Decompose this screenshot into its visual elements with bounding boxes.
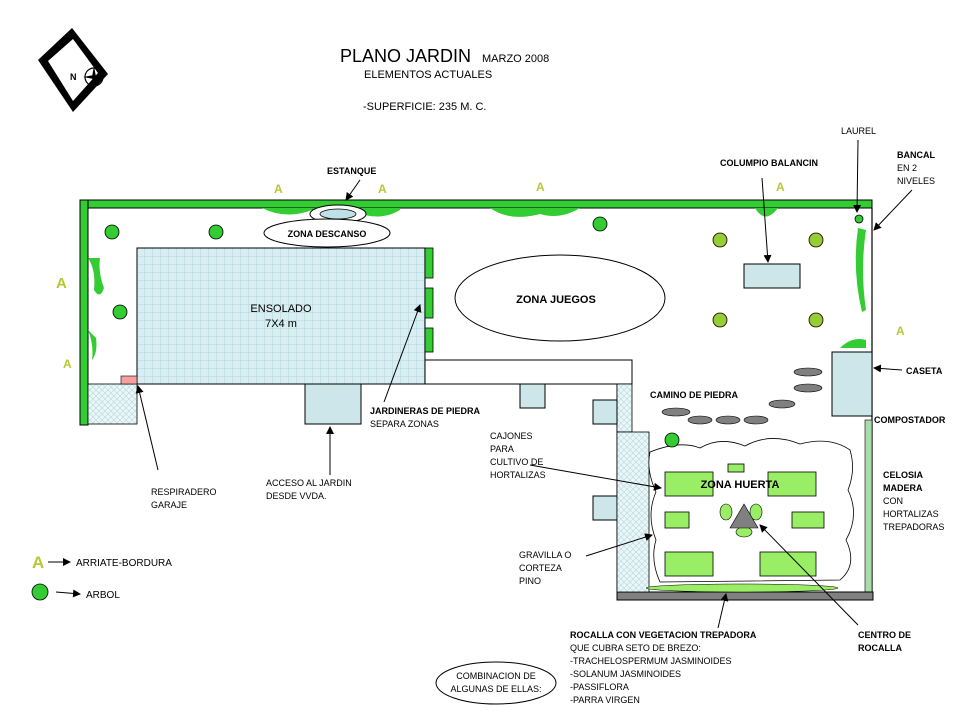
crates-label: CAJONES — [490, 431, 533, 441]
bed-marker: A — [536, 180, 545, 194]
paved-area — [136, 247, 426, 385]
swing-label: COLUMPIO BALANCIN — [720, 158, 818, 168]
vegetable-boxes — [664, 463, 825, 577]
planters-label-2: SEPARA ZONAS — [370, 419, 439, 429]
bed-marker: A — [274, 182, 283, 196]
plan-date: MARZO 2008 — [482, 53, 549, 65]
plan-area: -SUPERFICIE: 235 M. C. — [363, 101, 486, 113]
trees — [104, 214, 864, 448]
rest-zone — [263, 218, 391, 248]
blue-boxes — [304, 263, 873, 521]
lower-left-hatch — [87, 383, 138, 425]
lattice-label: CELOSIA — [883, 470, 924, 480]
gravel-label-3: PINO — [519, 576, 541, 586]
stepping-stones — [661, 367, 823, 425]
rockery-label-3: -TRACHELOSPERMUM JASMINOIDES — [570, 656, 732, 666]
bed-marker: A — [776, 180, 785, 194]
vent-label-2: GARAJE — [151, 500, 187, 510]
compass-north-label: N — [70, 72, 77, 82]
bed-marker: A — [896, 324, 905, 338]
legend-bed-marker: A — [32, 553, 44, 572]
shed-label: CASETA — [906, 366, 943, 376]
crates-label-2: PARA — [490, 444, 514, 454]
paved-area-size: 7X4 m — [265, 318, 297, 330]
lattice-label-5: TREPADORAS — [883, 522, 944, 532]
laurel-label: LAUREL — [841, 126, 876, 136]
combination-label-2: ALGUNAS DE ELLAS: — [450, 684, 541, 694]
crates-label-4: HORTALIZAS — [490, 470, 546, 480]
combination-bubble — [435, 661, 557, 705]
combination-label: COMBINACION DE — [456, 671, 536, 681]
stone-path-label: CAMINO DE PIEDRA — [650, 390, 739, 400]
play-zone — [454, 254, 666, 342]
rest-zone-label: ZONA DESCANSO — [288, 229, 367, 239]
paved-area-label: ENSOLADO — [250, 303, 312, 315]
lattice-label-4: HORTALIZAS — [883, 509, 939, 519]
rockery-center-label-2: ROCALLA — [858, 643, 902, 653]
access-label: ACCESO AL JARDIN — [266, 478, 352, 488]
bancal-label-2: EN 2 — [897, 163, 917, 173]
celosia-strip — [864, 419, 873, 593]
compost-label: COMPOSTADOR — [874, 415, 946, 425]
plan-subtitle: ELEMENTOS ACTUALES — [364, 69, 492, 81]
rockery-center-label: CENTRO DE — [858, 630, 911, 640]
access-label-2: DESDE VVDA. — [266, 491, 327, 501]
rockery-label-2: QUE CUBRA SETO DE BREZO: — [570, 643, 701, 653]
bed-marker: A — [56, 275, 67, 292]
crates-label-3: CULTIVO DE — [490, 457, 543, 467]
rockery-label-5: -PASSIFLORA — [570, 682, 629, 692]
rockery-label-6: -PARRA VIRGEN — [570, 695, 640, 705]
plan-title: PLANO JARDIN — [340, 46, 471, 66]
bancal-label: BANCAL — [897, 150, 935, 160]
rockery-center — [719, 503, 763, 538]
vegetable-zone-label: ZONA HUERTA — [701, 479, 780, 491]
legend-bed-label: ARRIATE-BORDURA — [76, 558, 172, 569]
bed-marker: A — [378, 182, 387, 196]
rockery-label: ROCALLA CON VEGETACION TREPADORA — [570, 630, 757, 640]
gravel-label: GRAVILLA O — [519, 550, 571, 560]
leader-lines — [48, 139, 913, 629]
bancal-label-3: NIVELES — [897, 176, 935, 186]
compass-icon: N — [38, 28, 108, 112]
vent-label: RESPIRADERO — [151, 487, 217, 497]
planters-label: JARDINERAS DE PIEDRA — [370, 406, 481, 416]
legend-tree-label: ARBOL — [86, 590, 120, 601]
legend-tree-icon — [31, 583, 49, 601]
lattice-label-2: MADERA — [883, 483, 923, 493]
bed-markers: A A A A A A A — [56, 180, 905, 371]
legend: A ARRIATE-BORDURA ARBOL — [31, 553, 172, 601]
play-zone-label: ZONA JUEGOS — [516, 294, 596, 306]
gravel-column — [616, 431, 650, 593]
lattice-label-3: CON — [883, 496, 903, 506]
rockery-band — [645, 583, 839, 593]
path-strip — [424, 359, 633, 385]
bed-marker: A — [63, 357, 72, 371]
rockery-label-4: -SOLANUM JASMINOIDES — [570, 669, 681, 679]
stone-planters — [424, 247, 434, 353]
garage-vent — [120, 375, 138, 385]
gravel-label-2: CORTEZA — [519, 563, 562, 573]
pond-label: ESTANQUE — [327, 166, 376, 176]
